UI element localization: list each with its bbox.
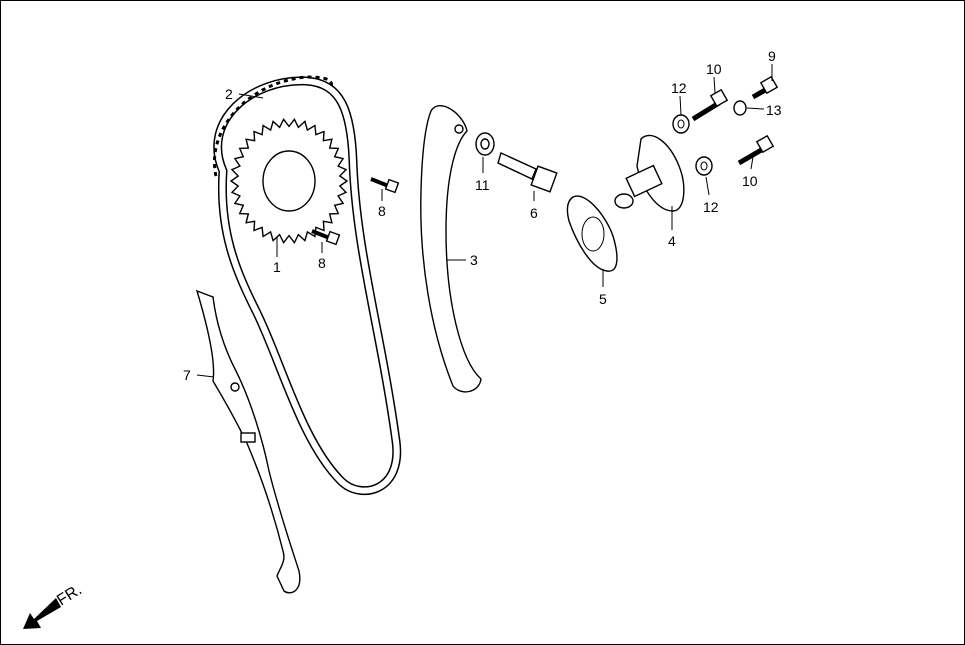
callout-2: 2 — [225, 86, 233, 102]
callout-7: 7 — [183, 367, 191, 383]
tensioner-arm — [420, 104, 482, 393]
washer-hole — [700, 161, 708, 171]
callout-6: 6 — [530, 205, 538, 221]
bolt-9 — [751, 75, 779, 100]
callout-8: 8 — [318, 255, 326, 271]
leader-lines — [196, 64, 773, 378]
bolt-8-upper — [370, 177, 400, 194]
bolt-10-upper — [691, 88, 729, 122]
callout-8: 8 — [378, 203, 386, 219]
callout-1: 1 — [273, 259, 281, 275]
washer-hole — [677, 119, 685, 129]
guide-hole — [230, 382, 240, 392]
callout-11: 11 — [475, 177, 490, 193]
callout-10: 10 — [706, 61, 722, 77]
callout-9: 9 — [768, 48, 776, 64]
tensioner-arm-hole — [454, 124, 464, 134]
tensioner-lifter-4 — [614, 134, 685, 212]
cam-chain — [213, 75, 402, 496]
arrow-down-left-icon — [23, 598, 61, 629]
pivot-bolt-6 — [497, 152, 558, 193]
washer-12-upper — [672, 114, 690, 134]
gasket-5 — [566, 195, 618, 272]
callout-5: 5 — [599, 291, 607, 307]
washer-12-lower — [695, 156, 713, 176]
callout-12: 12 — [703, 199, 719, 215]
bolt-8-lower — [311, 229, 341, 246]
callout-4: 4 — [668, 233, 676, 249]
guide-clip — [240, 432, 256, 443]
callout-10: 10 — [742, 173, 758, 189]
callout-13: 13 — [766, 102, 782, 118]
washer-13 — [733, 100, 747, 116]
washer-11-hole — [480, 138, 490, 150]
cam-sprocket — [229, 117, 349, 245]
callout-12: 12 — [671, 80, 687, 96]
bolt-10-lower — [737, 134, 775, 166]
callout-3: 3 — [470, 252, 478, 268]
